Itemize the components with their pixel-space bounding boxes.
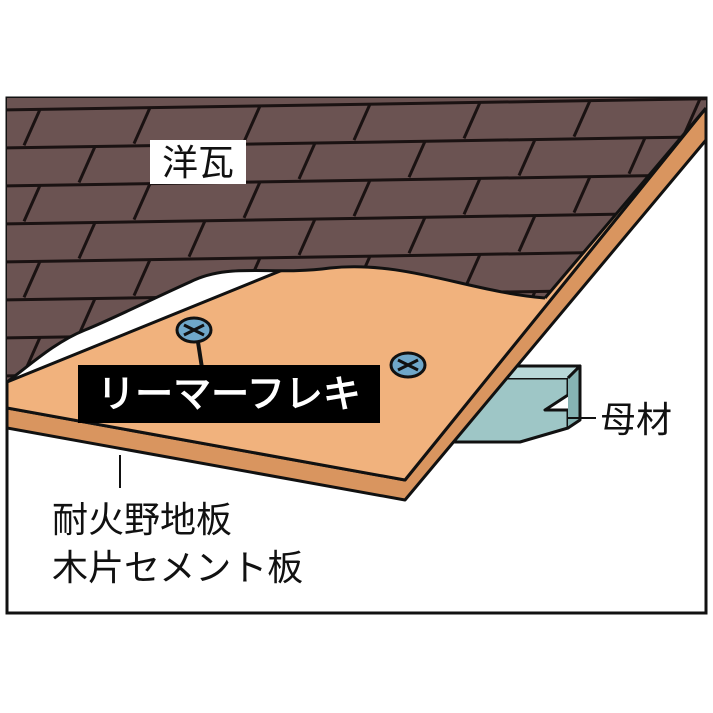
product-label: リーマーフレキ [97,372,361,416]
tile-joint-line [242,105,262,143]
product-label-bg [78,365,380,423]
tile-joint-line [462,177,482,216]
tile-joint-line [627,137,647,175]
tile-joint-line [517,214,537,253]
tile-label: 洋瓦 [162,143,234,184]
tile-joint-line [407,216,427,254]
screw-head [175,316,213,369]
tile-joint-line [77,145,97,184]
screw-head [389,351,427,379]
tile-joint-line [462,101,482,140]
tile-joint-line [132,107,152,145]
tile-course-line [7,173,706,188]
board-label-line2: 木片セメント板 [52,548,303,589]
purlin-channel [450,364,582,444]
tile-joint-line [242,181,262,219]
tile-joint-line [297,218,317,256]
tile-joint-line [297,142,317,180]
tile-joint-line [77,297,97,336]
tile-joint-line [352,179,372,217]
tile-joint-line [77,221,97,260]
tile-joint-line [22,108,42,146]
tile-joint-line [132,183,152,221]
tile-joint-line [407,140,427,178]
purlin-label: 母材 [600,400,672,441]
board-label-line1: 耐火野地板 [52,500,232,541]
tile-joint-line [572,100,592,138]
tile-label-bg [150,140,246,184]
tile-joint-line [187,220,207,258]
tile-torn-edge [7,265,546,384]
tile-course-line [7,211,706,226]
tile-joint-line [132,259,152,297]
tile-course-line [7,98,706,112]
tile-joint-line [517,138,537,177]
tile-joint-line [22,184,42,222]
tile-course-line [7,135,706,150]
tile-joint-line [22,260,42,298]
tile-joint-line [572,176,592,214]
tile-joint-line [352,103,372,141]
